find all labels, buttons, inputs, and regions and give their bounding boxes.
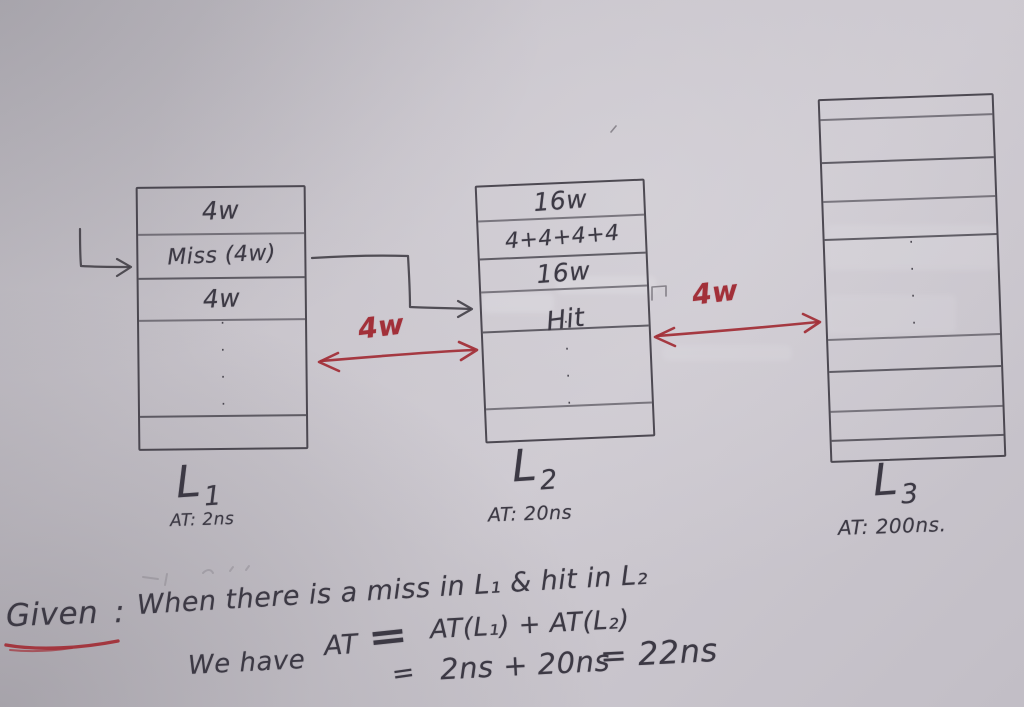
cache-row-label: 16w	[535, 256, 592, 290]
cache-row: Hit	[481, 286, 649, 337]
equals-sign-2: =	[389, 656, 418, 691]
ellipsis-dots: ····	[901, 232, 924, 342]
cache-row	[486, 403, 653, 441]
access-time-l2: AT: 20ns	[487, 501, 573, 527]
ellipsis-dots: ····	[213, 313, 233, 422]
cache-row-label: 16w	[532, 184, 589, 218]
access-time-l1: AT: 2ns	[169, 508, 235, 532]
bus-arrow-l2-l3	[655, 320, 820, 338]
bus-arrow-l1-l2-righthead-icon	[457, 340, 479, 362]
given-word: Given	[5, 594, 99, 635]
cache-row: ····	[139, 314, 307, 422]
cache-name-l1: L1	[174, 455, 223, 513]
cache-box-l1: 4w Miss (4w) 4w ····	[135, 185, 309, 451]
entry-arrowhead-icon	[115, 257, 133, 278]
cache-row-label: Miss (4w)	[166, 240, 277, 271]
result-value: = 22ns	[599, 630, 719, 676]
bus-width-label-l2-l3: 4w	[690, 273, 741, 312]
cache-letter: L	[871, 453, 900, 507]
miss-forward-arrowhead-icon	[456, 299, 474, 319]
at-token: AT	[322, 628, 360, 663]
bus-width-label-l1-l2: 4w	[356, 307, 407, 346]
cache-name-l3: L3	[871, 453, 920, 511]
cache-row-label: 4w	[202, 283, 242, 315]
stray-tick-mark	[610, 125, 617, 133]
cache-sub: 2	[539, 464, 559, 497]
we-have-label: We have	[187, 644, 306, 682]
miss-forward-connector	[310, 254, 472, 311]
cache-row-label: Hit	[544, 302, 587, 338]
cache-row-label: 4w	[201, 195, 241, 226]
cache-sub: 1	[203, 480, 223, 513]
cache-row-label: 4+4+4+4	[503, 220, 621, 255]
erased-scribble	[142, 565, 250, 586]
correction-fluid-patch	[482, 293, 554, 313]
given-label: Given:	[5, 594, 125, 634]
bus-arrow-l2-l3-lefthead-icon	[653, 326, 677, 348]
cache-row	[821, 158, 996, 204]
correction-fluid-patch	[826, 295, 956, 333]
access-time-l3: AT: 200ns.	[837, 512, 947, 540]
cache-box-l3: ····	[817, 93, 1007, 463]
bus-arrow-l2-l3-righthead-icon	[801, 312, 822, 334]
cache-sub: 3	[900, 478, 920, 511]
correction-fluid-patch	[662, 345, 792, 361]
correction-fluid-patch	[826, 225, 998, 270]
cache-row	[140, 416, 306, 449]
cache-name-l2: L2	[510, 439, 559, 497]
given-underline-double	[9, 647, 73, 653]
cache-row: ····	[824, 232, 1001, 342]
given-underline	[4, 639, 120, 650]
cache-row: Miss (4w)	[138, 233, 305, 280]
bus-arrow-l1-l2-lefthead-icon	[317, 351, 341, 373]
cache-letter: L	[510, 439, 539, 493]
correction-fluid-patch	[556, 276, 656, 294]
equals-sign: =	[365, 612, 411, 660]
cache-row: 4w	[137, 187, 305, 236]
cache-row: ····	[482, 313, 652, 421]
cache-box-l2: 16w 4+4+4+4 16w Hit ····	[474, 178, 656, 444]
sum-expression: 2ns + 20ns	[439, 643, 611, 687]
given-colon: :	[113, 593, 126, 631]
cache-letter: L	[174, 455, 203, 509]
cache-row	[820, 114, 994, 165]
bus-arrow-l1-l2	[319, 348, 476, 363]
entry-arrow	[78, 227, 131, 269]
cache-row	[829, 367, 1003, 413]
